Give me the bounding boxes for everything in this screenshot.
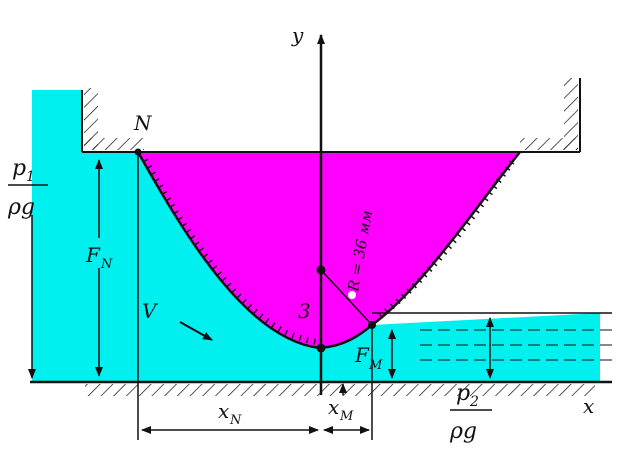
xN-subscript: N (229, 413, 242, 428)
label-3: 3 (298, 299, 311, 323)
FM-subscript: M (368, 358, 383, 373)
x-axis-label: x (583, 394, 594, 418)
radius-dot (348, 291, 356, 299)
y-axis-label: y (291, 23, 304, 47)
xM-label: x (328, 395, 339, 419)
FN-label-bg (86, 238, 118, 268)
p1-subscript: 1 (26, 169, 35, 185)
radius-line (320, 269, 373, 326)
magenta-fluid (138, 152, 520, 348)
top-right-hatch (520, 138, 578, 150)
p2-subscript: 2 (469, 394, 479, 410)
xM-subscript: M (339, 409, 354, 424)
channel-wall (136, 151, 521, 350)
right-wall-hatch (564, 78, 578, 150)
p2-numerator: p (456, 381, 470, 406)
water-body (32, 152, 600, 382)
point-N (134, 148, 142, 156)
p1-denominator: ρg (7, 195, 35, 220)
left-wall-hatch (84, 88, 98, 150)
label-N: N (133, 111, 153, 135)
velocity-arrow (179, 321, 213, 341)
bottom-point (316, 343, 326, 353)
xN-label: x (218, 399, 229, 423)
channel-hatch-left (142, 158, 319, 345)
FN-label: F (85, 243, 101, 267)
floor-hatch (85, 384, 595, 396)
p1-numerator: p (12, 156, 26, 181)
FN-subscript: N (100, 257, 113, 272)
FM-label: F (354, 343, 370, 367)
top-left-hatch (84, 138, 144, 150)
p2-denominator: ρg (449, 419, 477, 444)
velocity-label: V (142, 299, 159, 323)
